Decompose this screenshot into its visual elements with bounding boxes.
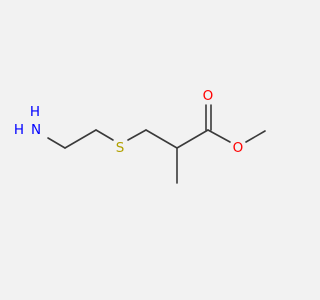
bond-n-c1 <box>47 137 66 149</box>
bond-oester-methyl <box>245 130 266 143</box>
bond-c3-c4 <box>145 129 178 149</box>
molecule-structure-diagram: H N H S O O <box>14 88 266 184</box>
atom-label-layer: H N H S O O <box>14 88 243 156</box>
atom-label-h-upper: H <box>30 104 40 120</box>
atom-label-s: S <box>116 140 125 156</box>
bond-c5-oester <box>207 129 231 143</box>
atom-label-o-carbonyl: O <box>203 88 214 104</box>
bond-c4-c5 <box>176 129 209 149</box>
atom-label-n: N <box>31 122 41 138</box>
atom-label-o-ester: O <box>233 140 244 156</box>
bond-layer <box>47 104 266 184</box>
bond-c1-c2 <box>64 129 97 149</box>
bond-s-c3 <box>127 129 147 141</box>
atom-label-h-left: H <box>14 122 24 138</box>
bond-c2-s <box>95 129 114 141</box>
